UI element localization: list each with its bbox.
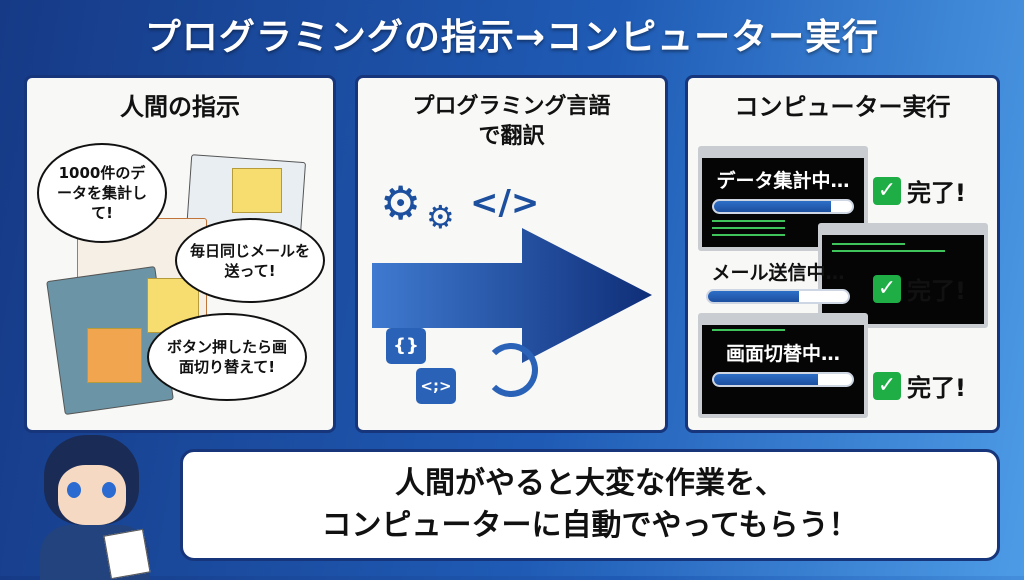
translation-panel: プログラミング言語で翻訳 ⚙ ⚙ </> {} <;> — [355, 75, 668, 433]
speech-bubble: ボタン押したら画面切り替えて! — [147, 313, 307, 401]
terminal-window: 画面切替中… — [698, 313, 868, 418]
check-icon: ✓ — [873, 371, 901, 400]
right-arrow-icon — [372, 228, 652, 363]
code-icon: </> — [470, 183, 540, 223]
task-email: メール送信中… — [698, 258, 858, 308]
page-title: プログラミングの指示→コンピューター実行 — [144, 17, 880, 58]
progress-bar — [706, 289, 850, 304]
complete-status: ✓完了! — [873, 271, 966, 306]
sticky-note — [87, 328, 142, 383]
summary-line-2: コンピューターに自動でやってもらう！ — [321, 508, 859, 543]
panel-heading: コンピューター実行 — [734, 93, 951, 121]
check-icon: ✓ — [873, 274, 901, 303]
panel-heading: プログラミング言語 — [412, 94, 611, 119]
gear-icon: ⚙ — [380, 176, 422, 230]
execution-panel: コンピューター実行 データ集計中… メール送信中… 画面切替中… ✓完了! ✓完… — [685, 75, 1000, 433]
swirl-icon — [484, 343, 538, 397]
speech-bubble: 1000件のデータを集計して! — [37, 143, 167, 243]
panel-heading: 人間の指示 — [120, 93, 240, 121]
braces-icon: {} — [386, 328, 426, 364]
sticky-note — [232, 168, 282, 213]
panel-heading-sub: で翻訳 — [478, 124, 545, 149]
summary-speech-box: 人間がやると大変な作業を、 コンピューターに自動でやってもらう！ — [180, 449, 1000, 561]
terminal-window: データ集計中… — [698, 146, 868, 251]
check-icon: ✓ — [873, 176, 901, 205]
gear-icon: ⚙ — [426, 198, 455, 236]
terminal-window — [818, 223, 988, 328]
task-label: データ集計中… — [716, 170, 850, 192]
semicolon-code-icon: <;> — [416, 368, 456, 404]
progress-bar — [712, 199, 854, 214]
complete-status: ✓完了! — [873, 173, 966, 208]
character-avatar — [22, 420, 172, 580]
summary-line-1: 人間がやると大変な作業を、 — [395, 466, 785, 501]
notepad-icon — [103, 528, 151, 580]
task-label: 画面切替中… — [725, 343, 840, 365]
progress-bar — [712, 372, 854, 387]
task-label: メール送信中… — [711, 262, 845, 284]
speech-bubble: 毎日同じメールを送って! — [175, 218, 325, 303]
human-instruction-panel: 人間の指示 1000件のデータを集計して! 毎日同じメールを送って! ボタン押し… — [24, 75, 336, 433]
complete-status: ✓完了! — [873, 368, 966, 403]
